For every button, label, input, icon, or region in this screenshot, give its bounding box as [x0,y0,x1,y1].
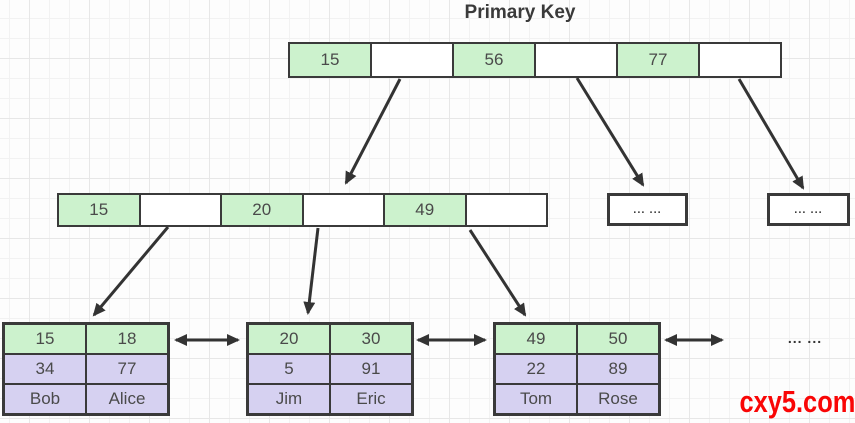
watermark-text: cxy5.com [739,384,855,419]
leaf-data-cell: Eric [329,383,414,416]
leaf-data-cell: 77 [85,353,170,385]
leaf-node-3: 49 50 22 89 Tom Rose [493,322,661,416]
root-key-cell: 56 [452,44,534,76]
leaf-data-cell: Tom [493,383,578,416]
leaf-data-cell: Bob [2,383,87,416]
root-key-cell: 77 [616,44,698,76]
internal-node: 15 20 49 [57,193,548,227]
leaf-data-cell: 22 [493,353,578,385]
root-node: 15 56 77 [288,42,782,78]
arrow-internal-to-leaf-1 [92,226,170,317]
leaf-key-cell: 15 [2,322,87,355]
arrow-root-to-internal [344,78,402,185]
arrow-internal-to-leaf-3 [468,229,527,317]
leaf-data-cell: Jim [246,383,331,416]
leaf-data-cell: Alice [85,383,170,416]
internal-pointer-cell [301,195,384,225]
leaf-key-cell: 50 [576,322,661,355]
internal-key-cell: 20 [220,195,302,225]
overflow-node-2: ... ... [767,193,850,226]
internal-key-cell: 49 [383,195,465,225]
root-key-cell: 15 [290,44,370,76]
diagram-title: Primary Key [464,2,576,23]
trailing-ellipsis: ... ... [787,330,823,346]
internal-pointer-cell [464,195,547,225]
arrow-internal-to-leaf-2 [303,227,320,315]
overflow-node-1: ... ... [607,193,688,226]
root-pointer-cell [534,44,616,76]
leaf-node-2: 20 30 5 91 Jim Eric [246,322,414,416]
leaf-data-cell: Rose [576,383,661,416]
leaf-key-cell: 30 [329,322,414,355]
leaf-key-cell: 18 [85,322,170,355]
leaf-node-1: 15 18 34 77 Bob Alice [2,322,170,416]
internal-pointer-cell [138,195,221,225]
leaf-data-cell: 34 [2,353,87,385]
leaf-key-cell: 49 [493,322,578,355]
leaf-data-cell: 5 [246,353,331,385]
leaf-key-cell: 20 [246,322,331,355]
leaf-data-cell: 89 [576,353,661,385]
arrow-root-to-overflow-2 [737,78,805,190]
root-pointer-cell [370,44,452,76]
root-pointer-cell [698,44,780,76]
arrow-root-to-overflow-1 [575,77,645,187]
internal-key-cell: 15 [59,195,139,225]
leaf-data-cell: 91 [329,353,414,385]
